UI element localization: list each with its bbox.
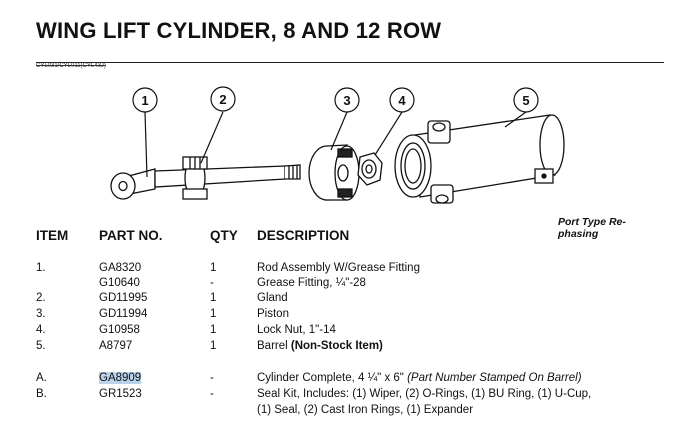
callout-circle-2 bbox=[210, 86, 236, 112]
description-text: Barrel bbox=[257, 340, 291, 352]
callout-circle-5 bbox=[513, 87, 539, 113]
piston-drawing bbox=[308, 144, 360, 201]
table-row: G10640 - Grease Fitting, ¼"-28 bbox=[0, 277, 700, 293]
table-row: 3. GD11994 1 Piston bbox=[0, 308, 700, 324]
non-stock-note: (Non-Stock Item) bbox=[290, 340, 383, 352]
table-row: B. GR1523 - Seal Kit, Includes: (1) Wipe… bbox=[0, 388, 700, 404]
callout-label-1: 1 bbox=[141, 93, 148, 108]
item-number: 1. bbox=[36, 262, 46, 274]
page-title: WING LIFT CYLINDER, 8 AND 12 ROW bbox=[36, 18, 442, 43]
quantity: 1 bbox=[210, 308, 217, 320]
quantity: - bbox=[210, 388, 214, 400]
item-number: B. bbox=[36, 388, 47, 400]
header-qty: QTY bbox=[210, 228, 238, 243]
table-row-continuation: (1) Seal, (2) Cast Iron Rings, (1) Expan… bbox=[0, 404, 700, 420]
callout-circle-3 bbox=[334, 87, 360, 113]
quantity: - bbox=[210, 277, 214, 289]
table-row: 1. GA8320 1 Rod Assembly W/Grease Fittin… bbox=[0, 262, 700, 278]
part-number-highlighted[interactable]: GA8909 bbox=[99, 372, 142, 384]
stamp-note: (Part Number Stamped On Barrel) bbox=[407, 372, 582, 384]
table-row: A. GA8909 - Cylinder Complete, 4 ¼" x 6"… bbox=[0, 372, 700, 388]
item-number: 5. bbox=[36, 340, 46, 352]
quantity: 1 bbox=[210, 340, 217, 352]
table-row: 2. GD11995 1 Gland bbox=[0, 292, 700, 308]
description: Lock Nut, 1"-14 bbox=[257, 324, 336, 336]
callout-label-3: 3 bbox=[343, 93, 350, 108]
description: Grease Fitting, ¼"-28 bbox=[257, 277, 366, 289]
item-number: 3. bbox=[36, 308, 46, 320]
quantity: - bbox=[210, 372, 214, 384]
item-number: 4. bbox=[36, 324, 46, 336]
header-part-no: PART NO. bbox=[99, 228, 163, 243]
header-description: DESCRIPTION bbox=[257, 228, 350, 243]
part-number: GD11995 bbox=[99, 292, 148, 304]
part-number: GD11994 bbox=[99, 308, 148, 320]
header-item: ITEM bbox=[36, 228, 69, 243]
quantity: 1 bbox=[210, 292, 217, 304]
reference-code: CYL031/CYL011(CYL43J) bbox=[36, 63, 106, 69]
description: Barrel (Non-Stock Item) bbox=[257, 340, 383, 352]
title-divider bbox=[36, 62, 664, 63]
quantity: 1 bbox=[210, 262, 217, 274]
callout-circle-4 bbox=[389, 87, 415, 113]
part-number: GA8320 bbox=[99, 262, 142, 274]
table-row: 4. G10958 1 Lock Nut, 1"-14 bbox=[0, 324, 700, 340]
callout-label-2: 2 bbox=[219, 92, 226, 107]
part-number: A8797 bbox=[99, 340, 133, 352]
part-number: G10958 bbox=[99, 324, 140, 336]
gland-drawing bbox=[182, 156, 208, 200]
description: Seal Kit, Includes: (1) Wiper, (2) O-Rin… bbox=[257, 388, 592, 400]
callout-label-4: 4 bbox=[398, 93, 406, 108]
description: Cylinder Complete, 4 ¼" x 6" (Part Numbe… bbox=[257, 372, 582, 384]
exploded-parts-diagram: 1 2 3 4 5 bbox=[110, 86, 565, 204]
description: Rod Assembly W/Grease Fitting bbox=[257, 262, 420, 274]
lock-nut-drawing bbox=[357, 152, 383, 186]
barrel-drawing bbox=[394, 114, 565, 204]
item-number: 2. bbox=[36, 292, 46, 304]
callout-circle-1 bbox=[132, 87, 158, 113]
description-text: Cylinder Complete, 4 ¼" x 6" bbox=[257, 372, 408, 384]
callout-label-5: 5 bbox=[522, 93, 529, 108]
description: Gland bbox=[257, 292, 288, 304]
description-continued: (1) Seal, (2) Cast Iron Rings, (1) Expan… bbox=[257, 404, 474, 416]
part-number: GR1523 bbox=[99, 388, 142, 400]
description: Piston bbox=[257, 308, 289, 320]
item-number: A. bbox=[36, 372, 47, 384]
table-row: 5. A8797 1 Barrel (Non-Stock Item) bbox=[0, 340, 700, 356]
part-number: G10640 bbox=[99, 277, 140, 289]
quantity: 1 bbox=[210, 324, 217, 336]
port-type-note: Port Type Re-phasing bbox=[558, 216, 626, 240]
